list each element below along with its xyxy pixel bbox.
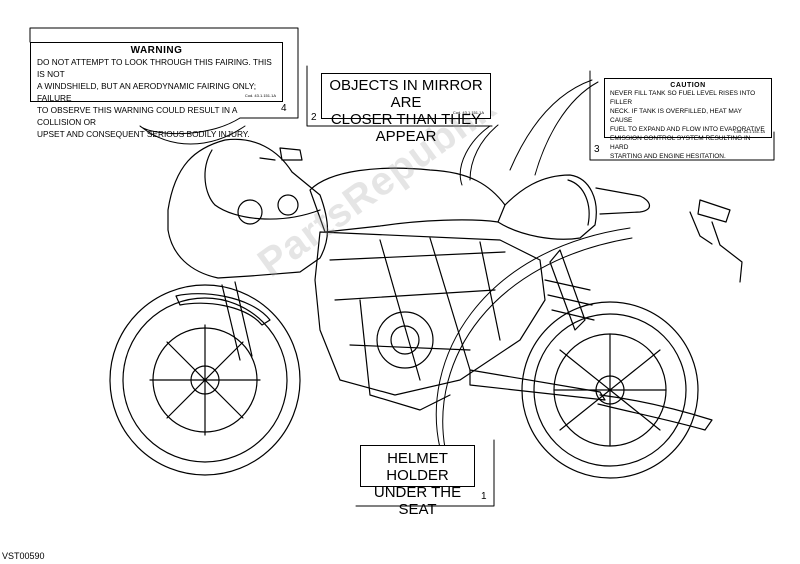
warning-code: Cod. 43.1.151.1A (244, 93, 276, 98)
helmet-holder-label: HELMET HOLDER UNDER THE SEAT (360, 445, 475, 518)
drawing-reference: VST00590 (2, 551, 45, 561)
exhaust-and-swingarm (469, 369, 713, 431)
caution-text: NEVER FILL TANK SO FUEL LEVEL RISES INTO… (610, 90, 765, 160)
cockpit (237, 147, 303, 225)
helmet-text-line-1: HELMET HOLDER (386, 450, 449, 484)
caution-label: CAUTION NEVER FILL TANK SO FUEL LEVEL RI… (604, 78, 772, 160)
rear-wheel (521, 301, 699, 479)
mirror-label: OBJECTS IN MIRROR ARE CLOSER THAN THEY A… (321, 73, 491, 145)
helmet-text-line-2: UNDER THE SEAT (373, 484, 462, 518)
warning-text: DO NOT ATTEMPT TO LOOK THROUGH THIS FAIR… (37, 57, 272, 139)
callout-leaders (29, 27, 775, 507)
mirror-text-line-1: OBJECTS IN MIRROR ARE (329, 77, 483, 111)
callout-number-3: 3 (594, 144, 600, 155)
frame-and-engine (314, 231, 595, 411)
callout-number-2: 2 (311, 112, 317, 123)
warning-title: WARNING (130, 45, 183, 56)
tank-and-seat (309, 167, 650, 240)
caution-code: Cod. 43.1.151.1A (733, 129, 765, 134)
warning-label: WARNING DO NOT ATTEMPT TO LOOK THROUGH T… (30, 42, 283, 139)
tail-assembly (689, 199, 743, 283)
mirror-text-line-2: CLOSER THAN THEY APPEAR (330, 111, 482, 145)
caution-title: CAUTION (670, 82, 706, 89)
callout-number-1: 1 (481, 491, 487, 502)
front-fork (175, 281, 271, 361)
front-wheel (109, 284, 301, 476)
mirror-code: Cod. 43.1.151.1A (452, 110, 484, 115)
callout-number-4: 4 (281, 103, 287, 114)
